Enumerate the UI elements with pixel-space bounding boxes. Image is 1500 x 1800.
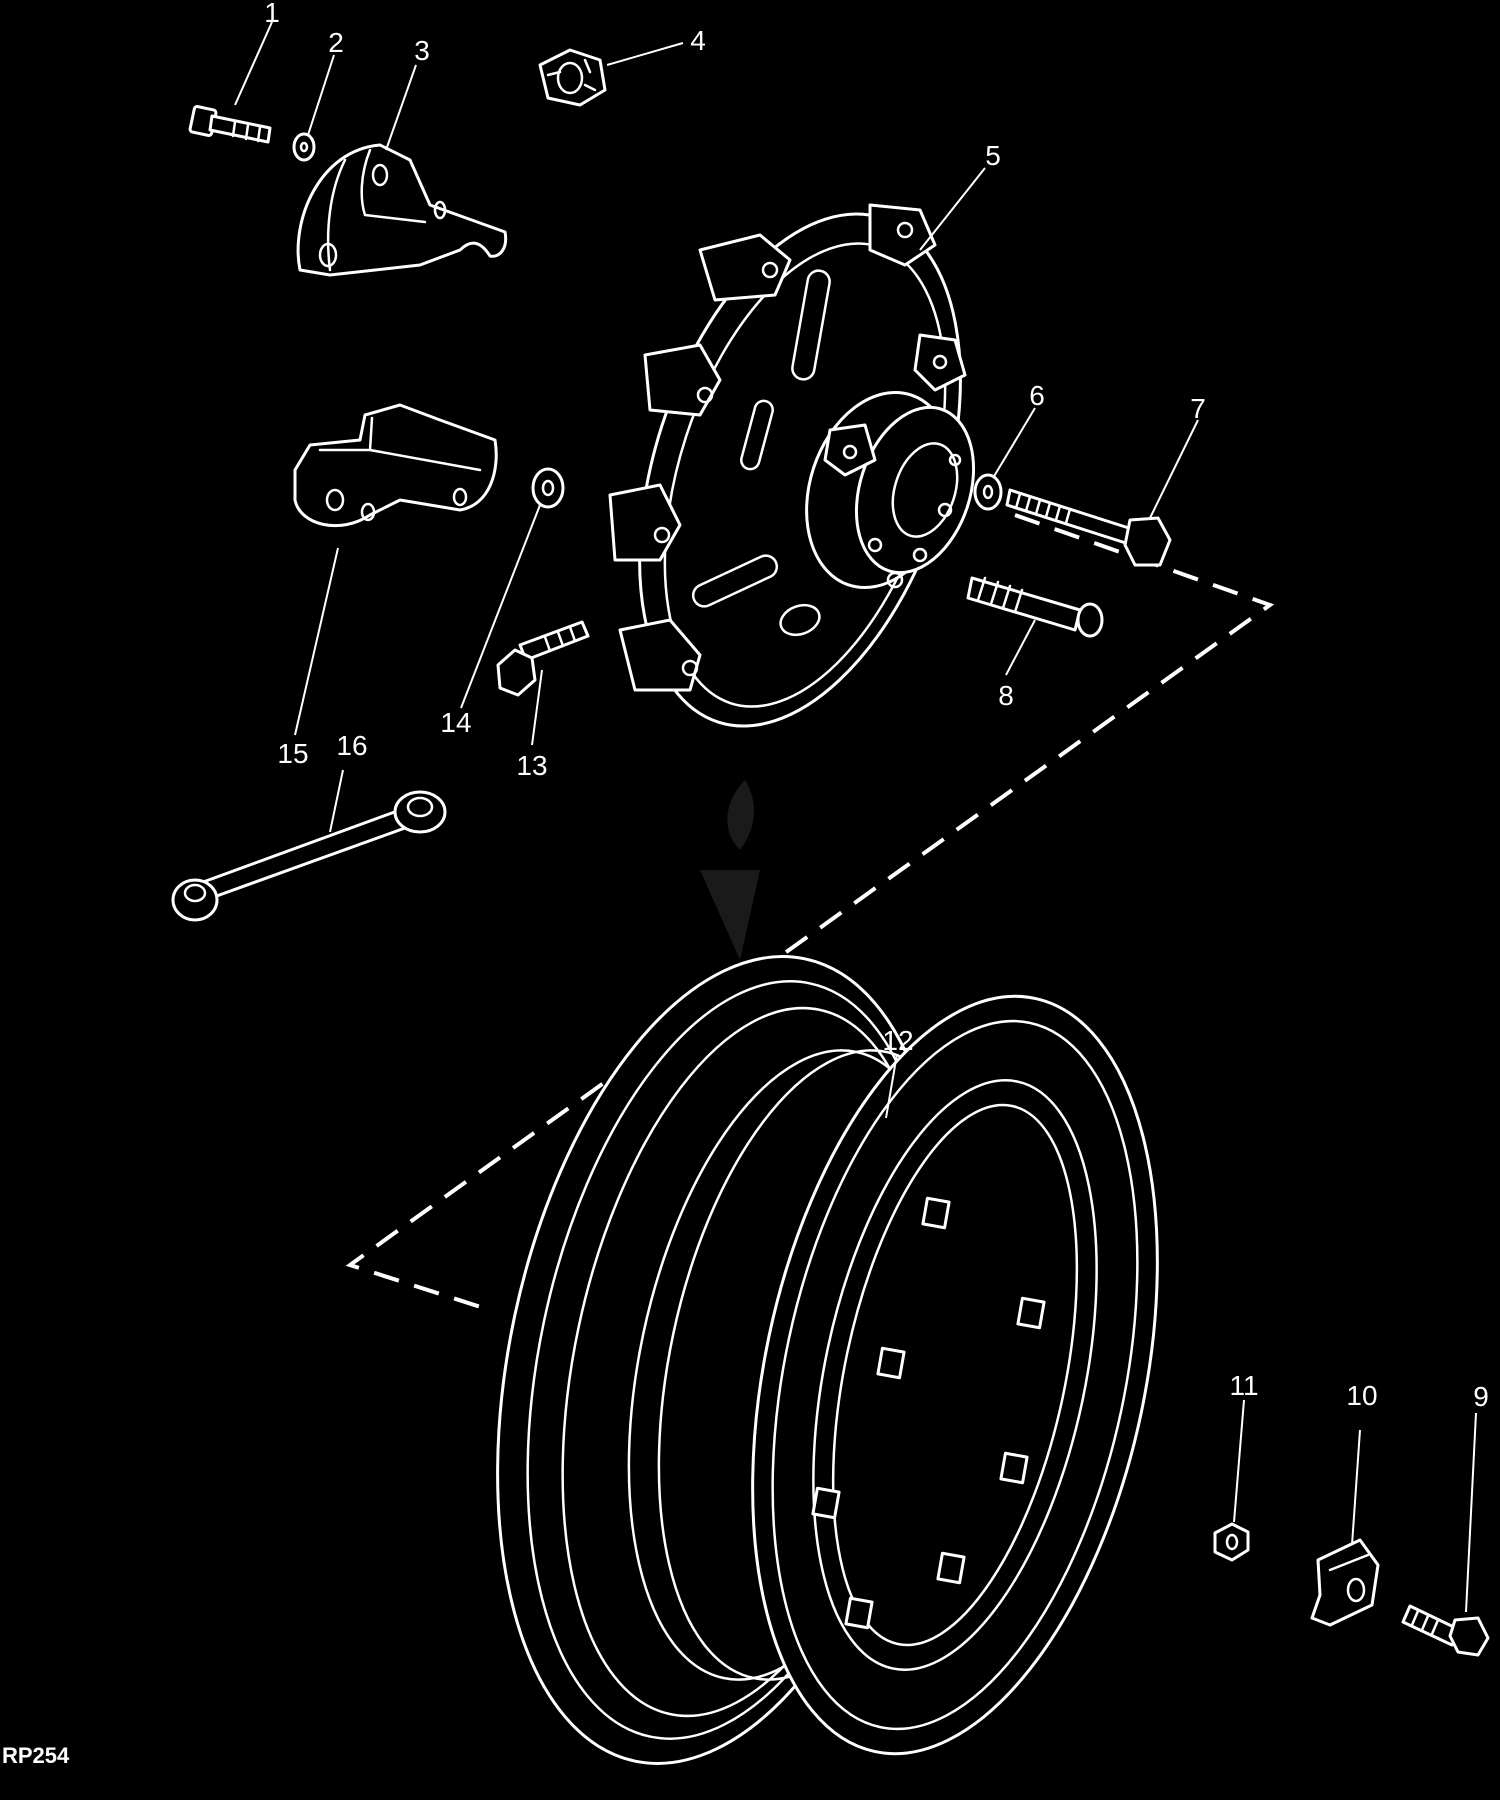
part-rod-16 [171,790,447,922]
callout-9: 9 [1473,1381,1489,1412]
callout-14: 14 [440,707,471,738]
callout-16: 16 [336,730,367,761]
callout-6: 6 [1029,380,1045,411]
part-bolt-13 [496,620,590,697]
part-bracket-15 [293,403,498,528]
part-nut-4 [538,48,607,107]
callout-7: 7 [1190,393,1206,424]
part-washer-6 [973,473,1003,511]
callout-5: 5 [985,140,1001,171]
part-washer-14 [531,467,565,509]
callout-13: 13 [516,750,547,781]
callout-labels: 1 2 3 4 5 6 7 8 9 10 11 12 13 14 15 16 [264,0,1489,1412]
callout-15: 15 [277,738,308,769]
leader-lines [234,21,1477,1613]
callout-10: 10 [1346,1380,1377,1411]
part-rim-12 [496,955,1159,1765]
callout-4: 4 [690,25,706,56]
callout-8: 8 [998,680,1014,711]
part-stud-8 [966,576,1104,638]
callout-12: 12 [882,1025,913,1056]
part-washer-2 [292,132,316,162]
part-hub-center-5 [608,203,976,728]
part-clamp-10 [1310,1538,1380,1627]
callout-2: 2 [328,27,344,58]
callout-11: 11 [1229,1370,1258,1401]
callout-1: 1 [264,0,280,28]
part-bolt-9 [1401,1604,1490,1657]
part-clamp-3 [296,143,508,277]
part-bolt-1 [188,105,272,144]
figure-code: RP254 [2,1743,70,1768]
part-bolt-7 [1005,488,1172,567]
callout-3: 3 [414,35,430,66]
watermark-logo [700,780,760,960]
part-nut-11 [1213,1522,1250,1562]
